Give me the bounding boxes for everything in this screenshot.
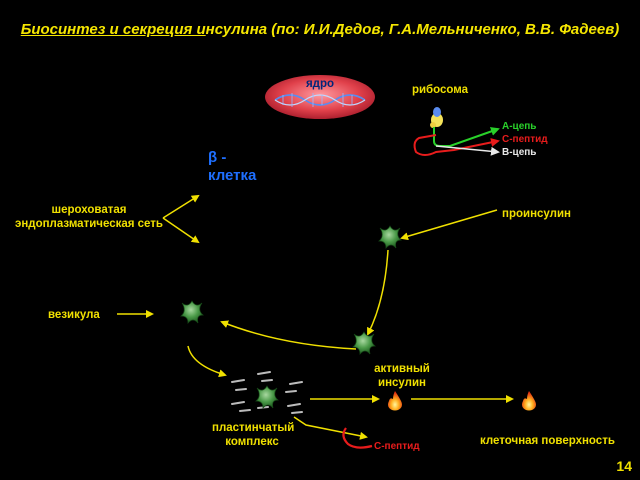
dna-icon (274, 93, 366, 107)
ribosome-icon (430, 107, 443, 128)
golgi-complex (231, 371, 303, 414)
c-peptide-fragment-icon (342, 427, 373, 449)
golgi-molecule-icon (255, 385, 279, 409)
flame-icon-surface (522, 391, 536, 411)
flame-icon (388, 391, 402, 411)
processing-molecule-icon (352, 331, 376, 355)
proinsulin-label: проинсулин (502, 208, 571, 220)
chain-b-arrow (435, 145, 500, 156)
page-number: 14 (616, 458, 632, 474)
vesicle-down-arrow (187, 345, 227, 378)
page-title: Биосинтез и секреция инсулина (по: И.И.Д… (12, 20, 628, 39)
beta-cell-label: β - клетка (208, 149, 257, 184)
chain-a-label: А-цепь (502, 121, 537, 132)
return-arrow (220, 320, 357, 350)
er-arrow-up (162, 194, 200, 219)
c-peptide-chain-label: С-пептид (502, 134, 548, 145)
cell-surface-label: клеточная поверхность (480, 435, 615, 447)
c-peptide-arrow (293, 416, 368, 440)
er-arrow-down (162, 217, 200, 244)
c-peptide-chain-arrow (413, 134, 500, 156)
er-label: шероховатая эндоплазматическая сеть (14, 204, 163, 230)
active-insulin-label: активный инсулин (374, 363, 430, 389)
proinsulin-down-arrow (367, 249, 389, 336)
title-part2: нсулина (по: И.И.Дедов, Г.А.Мельниченко,… (205, 21, 620, 38)
proinsulin-molecule-icon (378, 225, 402, 249)
c-peptide-label: С-пептид (374, 441, 420, 452)
chain-b-label: В-цепь (502, 147, 537, 158)
ribosome-label: рибосома (411, 84, 469, 96)
nucleus (265, 75, 375, 119)
title-part1: Биосинтез и секреция и (20, 21, 206, 38)
golgi-label: пластинчатый комплекс (212, 422, 295, 448)
proinsulin-arrow (400, 209, 498, 241)
nucleus-label: ядро (305, 78, 335, 90)
vesicle-label: везикула (48, 309, 100, 321)
vesicle-molecule-icon (180, 300, 204, 324)
